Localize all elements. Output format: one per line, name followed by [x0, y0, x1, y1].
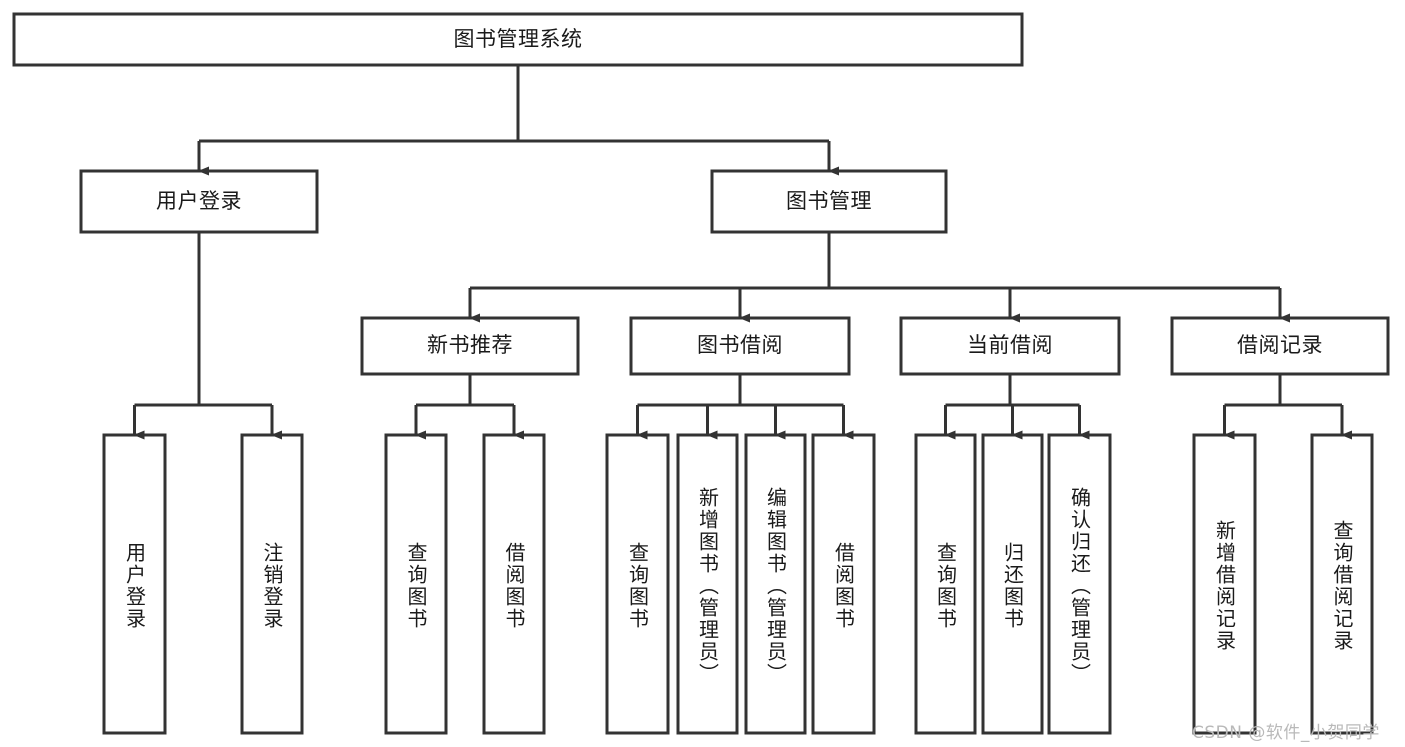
node-box-leaf_5[interactable]	[676, 433, 739, 735]
node-boxes	[12, 12, 1390, 735]
node-box-leaf_7[interactable]	[811, 433, 876, 735]
node-box-l3_1[interactable]	[629, 316, 851, 376]
node-box-root[interactable]	[12, 12, 1024, 67]
node-box-l3_0[interactable]	[360, 316, 580, 376]
node-box-leaf_2[interactable]	[384, 433, 448, 735]
node-box-leaf_4[interactable]	[605, 433, 670, 735]
node-box-leaf_0[interactable]	[102, 433, 167, 735]
csdn-watermark: CSDN @软件_小贺同学	[1192, 723, 1380, 743]
edge-lines	[133, 65, 1352, 440]
node-box-leaf_6[interactable]	[744, 433, 807, 735]
node-box-l2_1[interactable]	[710, 169, 948, 234]
node-box-leaf_11[interactable]	[1192, 433, 1257, 735]
node-box-l2_0[interactable]	[79, 169, 319, 234]
node-box-l3_3[interactable]	[1170, 316, 1390, 376]
node-box-leaf_8[interactable]	[914, 433, 977, 735]
node-box-leaf_3[interactable]	[482, 433, 546, 735]
node-box-leaf_9[interactable]	[981, 433, 1044, 735]
node-box-leaf_12[interactable]	[1310, 433, 1374, 735]
node-box-leaf_10[interactable]	[1047, 433, 1112, 735]
node-box-l3_2[interactable]	[899, 316, 1121, 376]
node-box-leaf_1[interactable]	[240, 433, 304, 735]
